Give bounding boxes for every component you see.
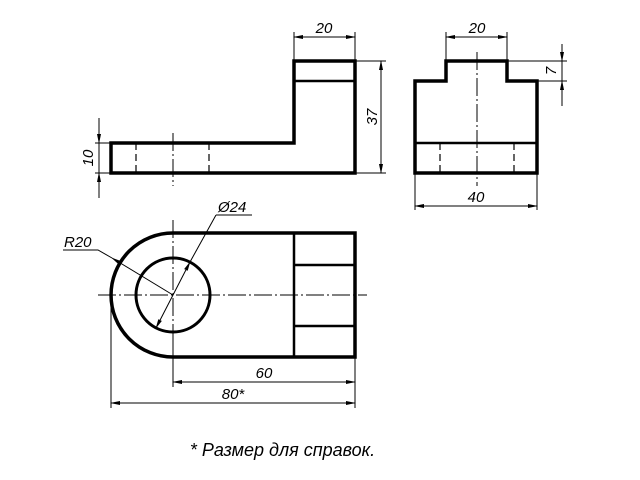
front-dim-20: 20 xyxy=(315,20,333,37)
top-dim-diameter-24: Ø24 xyxy=(217,199,246,216)
top-dim-80-reference: 80* xyxy=(222,386,246,403)
front-view: 20 37 10 xyxy=(80,20,386,198)
side-view: 20 7 40 xyxy=(413,20,567,210)
top-dim-60: 60 xyxy=(256,365,273,382)
top-dim-radius-20: R20 xyxy=(64,234,92,251)
front-dim-10: 10 xyxy=(80,149,97,166)
reference-note: * Размер для справок. xyxy=(189,440,376,460)
top-view: Ø24 R20 60 80* xyxy=(63,199,367,408)
side-dim-40: 40 xyxy=(468,189,485,206)
side-dim-7: 7 xyxy=(543,66,560,75)
side-dim-20: 20 xyxy=(468,20,486,37)
front-dim-37: 37 xyxy=(364,108,381,125)
